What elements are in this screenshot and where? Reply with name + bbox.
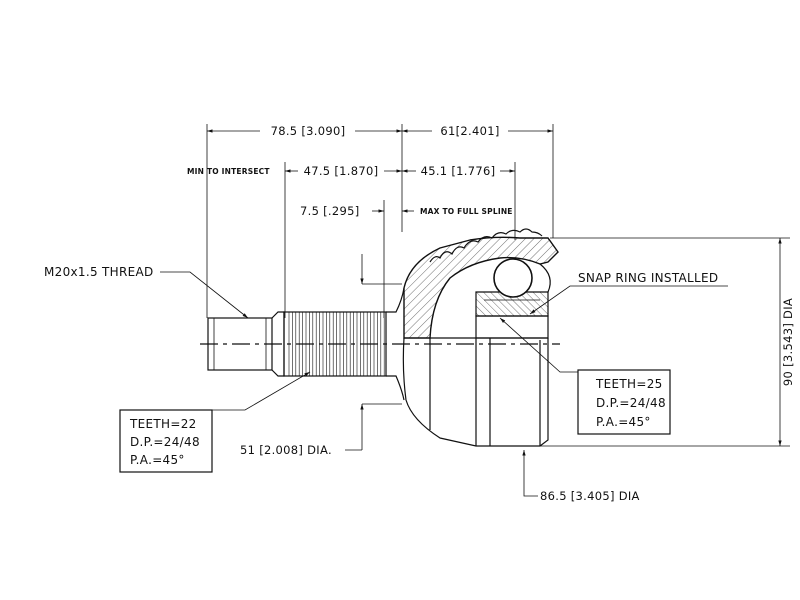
spline-left-teeth: TEETH=22	[129, 417, 197, 431]
spline-spec-left-box	[119, 409, 213, 473]
spline-left-pa: P.A.=45°	[130, 453, 185, 467]
dim-intersect-left: 47.5 [1.870]	[304, 164, 379, 178]
max-to-full-spline-label: MAX TO FULL SPLINE	[420, 207, 513, 216]
spline-right-teeth: TEETH=25	[595, 377, 663, 391]
thread-label: M20x1.5 THREAD	[44, 265, 154, 279]
min-to-intersect-label: MIN TO INTERSECT	[187, 167, 270, 176]
spline-right-pa: P.A.=45°	[596, 415, 651, 429]
spline-left-dp: D.P.=24/48	[130, 435, 200, 449]
dim-overall-right: 61[2.401]	[440, 124, 499, 138]
inner-race	[475, 258, 551, 339]
snap-ring-label: SNAP RING INSTALLED	[578, 271, 718, 285]
spline-right-dp: D.P.=24/48	[596, 396, 666, 410]
dim-intersect-right: 45.1 [1.776]	[421, 164, 496, 178]
dim-outer-dia: 90 [3.543] DIA	[781, 298, 795, 386]
dim-spline-value: 7.5 [.295]	[300, 204, 360, 218]
dim-shaft-dia: 51 [2.008] DIA.	[240, 443, 332, 457]
dim-overall-left: 78.5 [3.090]	[271, 124, 346, 138]
spline-spec-right-box	[577, 369, 671, 435]
dim-housing-dia: 86.5 [3.405] DIA	[540, 489, 640, 503]
bell-housing	[402, 228, 559, 447]
ball	[493, 258, 533, 298]
